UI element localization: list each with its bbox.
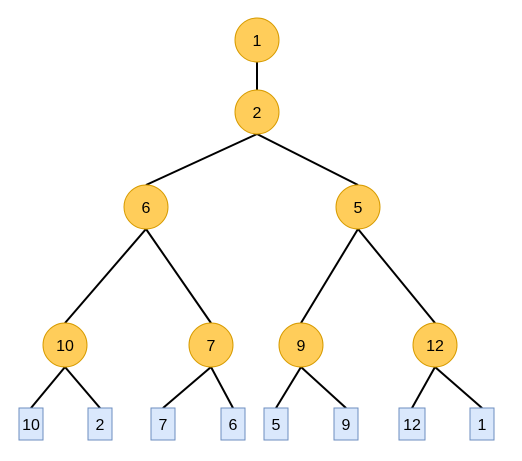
tree-leaf-5: 5 xyxy=(263,407,289,441)
tree-node-2: 2 xyxy=(234,89,280,135)
tree-edge-n9-l5 xyxy=(275,366,302,409)
leaf-label: 2 xyxy=(96,417,105,434)
tree-leaf-10: 10 xyxy=(18,407,44,441)
node-label: 6 xyxy=(142,200,151,217)
tree-edge-n5-n12 xyxy=(357,228,436,324)
node-label: 9 xyxy=(297,338,306,355)
tree-leaf-6: 6 xyxy=(220,407,246,441)
leaf-label: 9 xyxy=(342,417,351,434)
tree-node-5: 5 xyxy=(335,184,381,230)
tree-edge-n7-l7 xyxy=(162,366,212,409)
tree-leaf-9: 9 xyxy=(333,407,359,441)
tree-node-1: 1 xyxy=(234,17,280,63)
node-label: 1 xyxy=(253,33,262,50)
tree-edges xyxy=(30,62,483,409)
node-label: 12 xyxy=(426,338,444,355)
tree-node-6: 6 xyxy=(123,184,169,230)
tree-leaf-12: 12 xyxy=(398,407,426,441)
node-label: 5 xyxy=(354,200,363,217)
leaf-label: 7 xyxy=(159,417,168,434)
leaf-label: 10 xyxy=(22,417,40,434)
tree-node-10: 10 xyxy=(42,322,88,368)
node-label: 10 xyxy=(56,338,74,355)
tree-edge-n6-n10 xyxy=(64,228,147,324)
tree-edge-n10-l10 xyxy=(30,366,66,409)
node-label: 7 xyxy=(207,338,216,355)
leaf-label: 5 xyxy=(272,417,281,434)
tree-node-7: 7 xyxy=(188,322,234,368)
tree-edge-n2-n5 xyxy=(256,133,359,186)
node-label: 2 xyxy=(253,105,262,122)
tree-leaf-2: 2 xyxy=(87,407,113,441)
tree-leaf-7: 7 xyxy=(150,407,176,441)
tree-edge-n7-l6 xyxy=(210,366,234,409)
tree-edge-n12-l1 xyxy=(434,366,483,409)
tree-leaf-1: 1 xyxy=(469,407,495,441)
tree-edge-n5-n9 xyxy=(300,228,359,324)
leaf-label: 12 xyxy=(403,417,421,434)
tree-edge-n2-n6 xyxy=(145,133,258,186)
tree-edge-n10-l2 xyxy=(64,366,101,409)
tree-edge-n12-l12 xyxy=(411,366,436,409)
tree-edge-n9-l9 xyxy=(300,366,347,409)
tree-node-12: 12 xyxy=(412,322,458,368)
leaf-label: 1 xyxy=(478,417,487,434)
tree-node-9: 9 xyxy=(278,322,324,368)
leaf-label: 6 xyxy=(229,417,238,434)
tree-edge-n6-n7 xyxy=(145,228,212,324)
